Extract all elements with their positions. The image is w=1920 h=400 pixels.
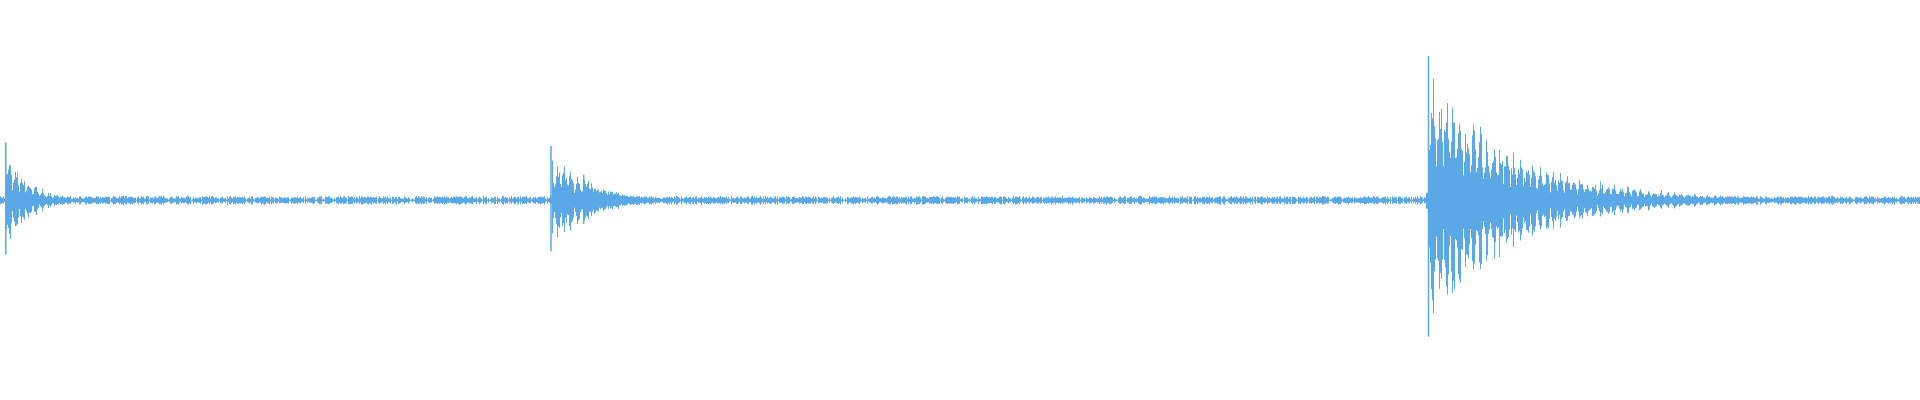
waveform-signal (0, 79, 1920, 314)
